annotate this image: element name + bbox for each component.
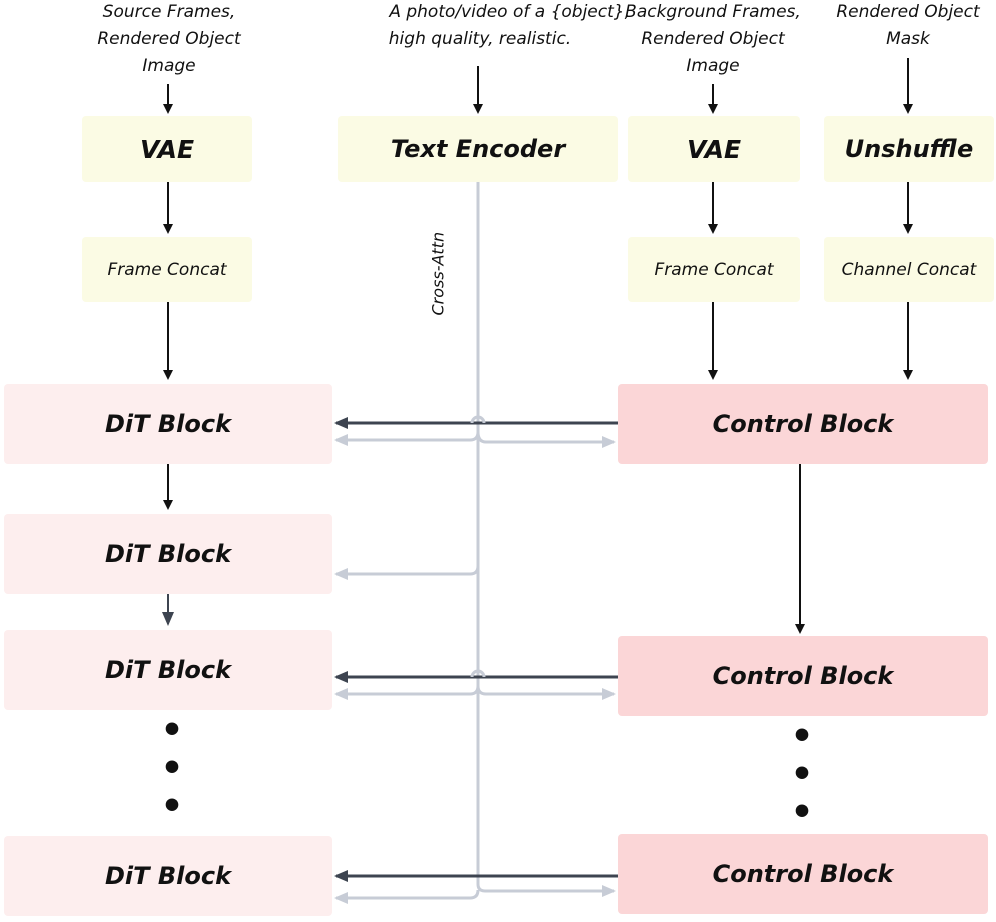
cross-attn-branch-row2 (334, 565, 480, 580)
dit-block-1: DiT Block (4, 384, 332, 464)
cross-attn-trunk (476, 182, 616, 897)
frame-concat-box-left: Frame Concat (82, 237, 252, 302)
vae-box-left: VAE (82, 116, 252, 182)
dit-block-3: DiT Block (4, 630, 332, 710)
text-encoder-box: Text Encoder (338, 116, 618, 182)
object-mask-label: Rendered Object Mask (836, 2, 980, 49)
channel-concat-box: Channel Concat (824, 237, 994, 302)
dit-block-2: DiT Block (4, 514, 332, 594)
source-frames-label: Source Frames, Rendered Object Image (97, 2, 241, 76)
control-block-1: Control Block (618, 384, 988, 464)
cross-attn-branch-row4 (334, 889, 480, 904)
cross-attn-to-control-row1 (476, 431, 616, 448)
control-block-2: Control Block (618, 636, 988, 716)
line-hop-row1 (470, 415, 486, 424)
dit-ellipsis: • • • (160, 710, 184, 827)
cross-attn-label: Cross-Attn (428, 231, 448, 316)
cross-attn-to-control-row3 (476, 685, 616, 700)
cross-attn-branch-row1 (334, 431, 480, 446)
control-ellipsis: • • • (790, 716, 814, 833)
background-frames-label: Background Frames, Rendered Object Image (625, 2, 801, 76)
control-block-3: Control Block (618, 834, 988, 914)
prompt-label-line2: high quality, realistic. (388, 29, 572, 49)
line-hop-row3 (470, 669, 486, 678)
vae-box-right: VAE (628, 116, 800, 182)
dit-block-4: DiT Block (4, 836, 332, 916)
prompt-label-line1: A photo/video of a {object}, (389, 2, 630, 22)
cross-attn-branch-row3 (334, 685, 480, 700)
frame-concat-box-right: Frame Concat (628, 237, 800, 302)
unshuffle-box: Unshuffle (824, 116, 994, 182)
